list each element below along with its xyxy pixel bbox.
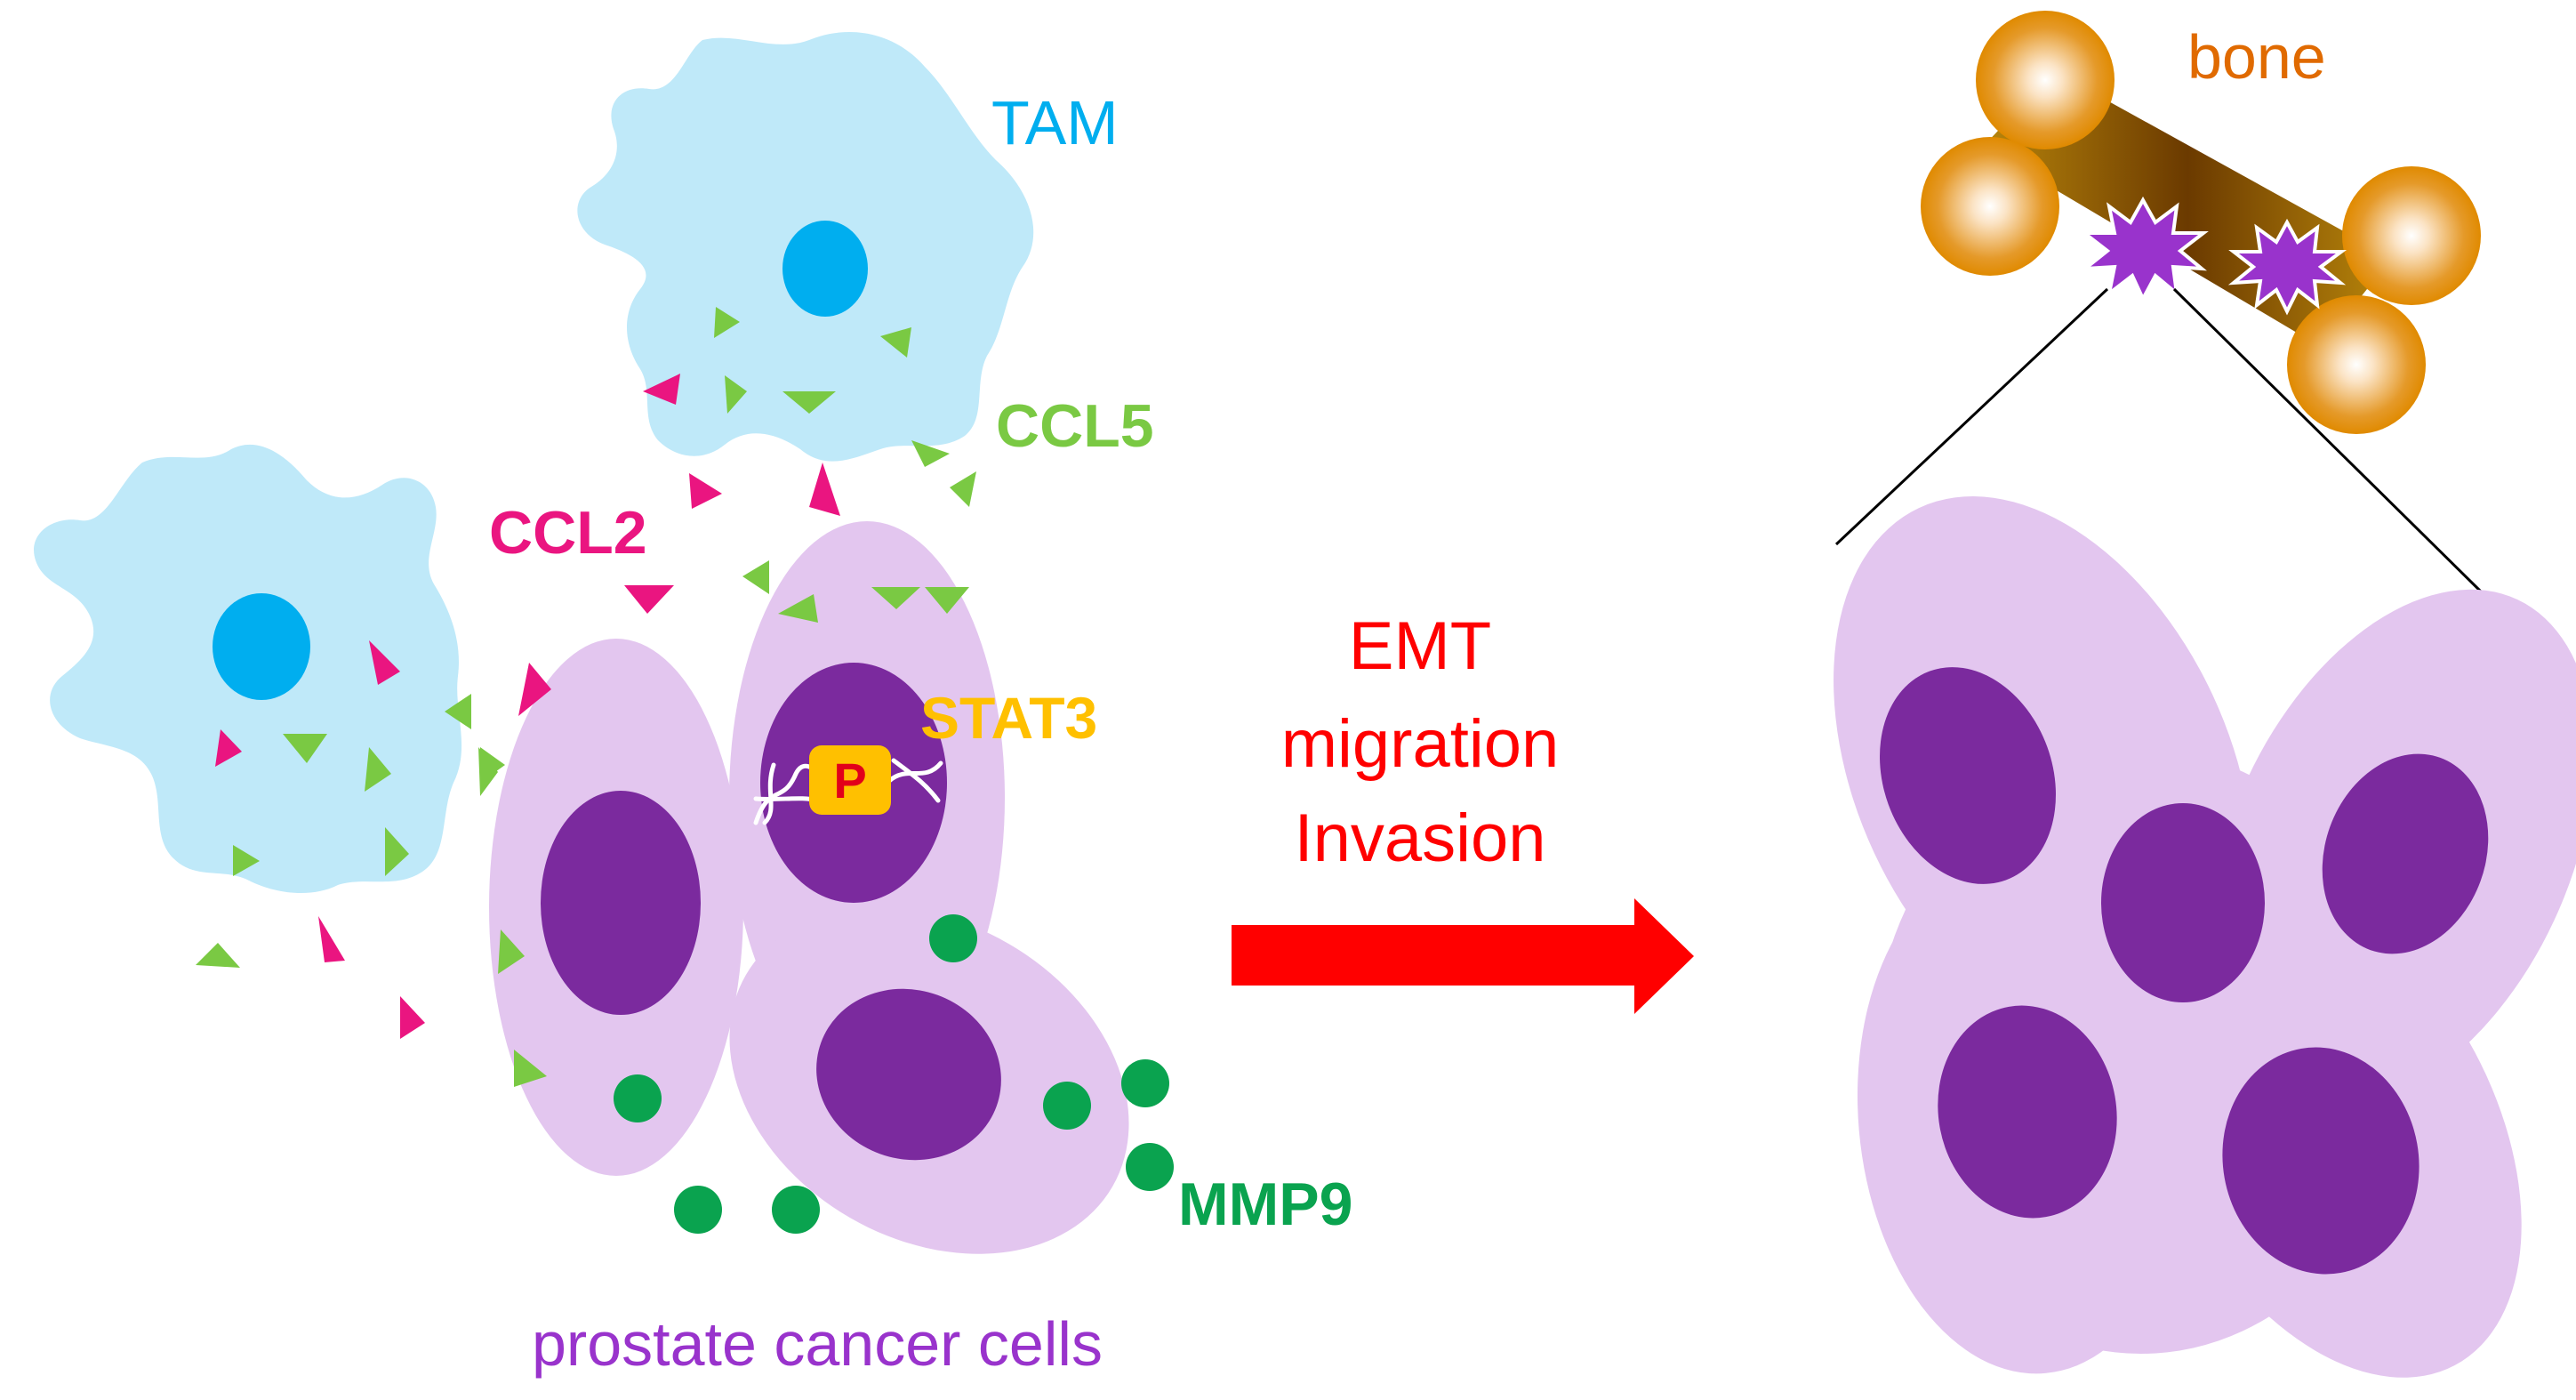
ccl2-triangle [624, 585, 674, 614]
bone-label: bone [2187, 22, 2326, 92]
ccl2-triangle [809, 463, 840, 516]
phospho-label: P [833, 752, 866, 809]
ccl2-triangle [400, 996, 425, 1039]
ccl2-triangle [318, 916, 345, 962]
effect-invasion: Invasion [1294, 801, 1545, 876]
ccl5-triangle [742, 560, 769, 594]
ccl5-triangle [498, 929, 525, 974]
mmp9-label: MMP9 [1178, 1171, 1352, 1238]
mmp9-dot [1126, 1143, 1174, 1191]
ccl2-markers [215, 374, 840, 1039]
bone-knob [1976, 11, 2115, 149]
bone-knob [2342, 166, 2481, 305]
mmp9-dot [1043, 1082, 1091, 1130]
ccl5-triangle [283, 734, 327, 763]
ccl5-triangle [778, 594, 818, 623]
effect-emt: EMT [1349, 608, 1491, 684]
mmp9-dot [1121, 1059, 1169, 1107]
metastatic-nucleus [1880, 667, 2056, 884]
mmp9-dot [772, 1186, 820, 1234]
tam-cells [34, 32, 1034, 894]
ccl5-triangle [782, 391, 836, 414]
metastatic-cancer-cluster [1834, 496, 2576, 1378]
ccl5-triangle [233, 845, 260, 876]
metastatic-nucleus [2101, 803, 2265, 1002]
ccl5-triangle [385, 827, 409, 876]
effects-text: EMT migration Invasion [1281, 608, 1560, 876]
prostate-cancer-cluster [489, 521, 1129, 1254]
cancer-nucleus-bottom [816, 988, 1001, 1161]
tam-nucleus-left [213, 593, 310, 700]
bone-lesion-icon [2227, 218, 2347, 316]
ccl2-label: CCL2 [489, 499, 647, 567]
bone-illustration [1921, 11, 2481, 434]
ccl5-triangle [365, 747, 391, 792]
ccl5-triangle [478, 747, 498, 796]
ccl5-triangle [950, 471, 976, 507]
ccl5-triangle [196, 943, 240, 968]
progression-arrow [1232, 898, 1694, 1014]
effect-migration: migration [1281, 706, 1560, 782]
cancer-nucleus-left [541, 791, 701, 1015]
ccl2-triangle [215, 729, 242, 767]
mmp9-dot [674, 1186, 722, 1234]
tam-label: TAM [991, 88, 1119, 157]
ccl5-markers [196, 307, 976, 1087]
ccl5-triangle [725, 375, 747, 414]
bone-lesion-icon [2079, 196, 2209, 303]
bone-knob [1921, 137, 2059, 276]
mmp9-dot [614, 1074, 662, 1122]
ccl2-triangle [689, 473, 722, 509]
ccl2-triangle [518, 663, 551, 716]
zoom-line-right [2172, 287, 2483, 593]
mmp9-dot [929, 914, 977, 962]
ccl5-triangle [714, 307, 740, 338]
ccl2-triangle [369, 640, 400, 685]
ccl5-triangle [911, 440, 950, 467]
ccl5-triangle [880, 327, 911, 358]
stat3-label: STAT3 [920, 685, 1097, 751]
mmp9-markers [614, 914, 1174, 1234]
ccl2-triangle [643, 374, 680, 405]
ccl5-triangle [925, 587, 969, 614]
bone-knob [2287, 295, 2426, 434]
metastatic-nucleus [1938, 1005, 2117, 1219]
metastatic-nucleus [2322, 753, 2489, 954]
phospho-box [809, 745, 891, 815]
zoom-line-left [1834, 287, 2109, 546]
ccl5-label: CCL5 [996, 392, 1154, 460]
prostate-cancer-label: prostate cancer cells [532, 1309, 1103, 1379]
tam-nucleus-top [782, 221, 868, 317]
ccl5-triangle [514, 1050, 547, 1087]
ccl5-triangle [445, 694, 471, 729]
ccl5-triangle [871, 587, 920, 609]
metastatic-nucleus [2222, 1047, 2420, 1275]
